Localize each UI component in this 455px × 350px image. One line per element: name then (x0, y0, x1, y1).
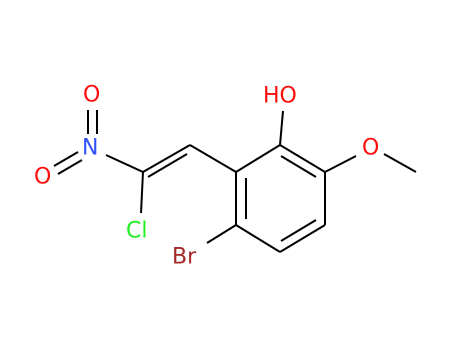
ring-bond-4-inner (280, 219, 317, 242)
vinyl-double-bond-b (147, 153, 188, 178)
chloro-bond (140, 171, 144, 214)
substituent-bonds (53, 110, 417, 244)
nitro-nitrogen-label: N (82, 136, 98, 161)
bromine-label: Br (172, 245, 197, 270)
vinyl-bond (189, 144, 237, 173)
ring-bond-1 (235, 144, 281, 173)
ring-bond-3 (235, 224, 281, 253)
nitro-oxygen-top-label: O (83, 83, 100, 108)
ring-bond-6-inner (280, 155, 317, 178)
nitro-o-left-bond-a (53, 151, 79, 167)
methoxy-o-bond (324, 155, 357, 173)
nitro-o-left-bond-b (57, 159, 83, 175)
benzene-ring (235, 144, 326, 253)
ring-bond-4 (279, 224, 326, 253)
vinyl-double-bond-a (142, 144, 191, 173)
chlorine-label: Cl (126, 219, 147, 244)
methoxy-oxygen-label: O (362, 136, 379, 161)
ring-bond-6 (279, 144, 326, 173)
bromo-bond (206, 224, 237, 244)
hydroxyl-bond (279, 110, 284, 146)
methyl-bond (383, 153, 417, 173)
nitro-bond (105, 154, 144, 173)
nitro-oxygen-left-label: O (34, 165, 51, 190)
hydroxyl-label: HO (263, 84, 297, 109)
